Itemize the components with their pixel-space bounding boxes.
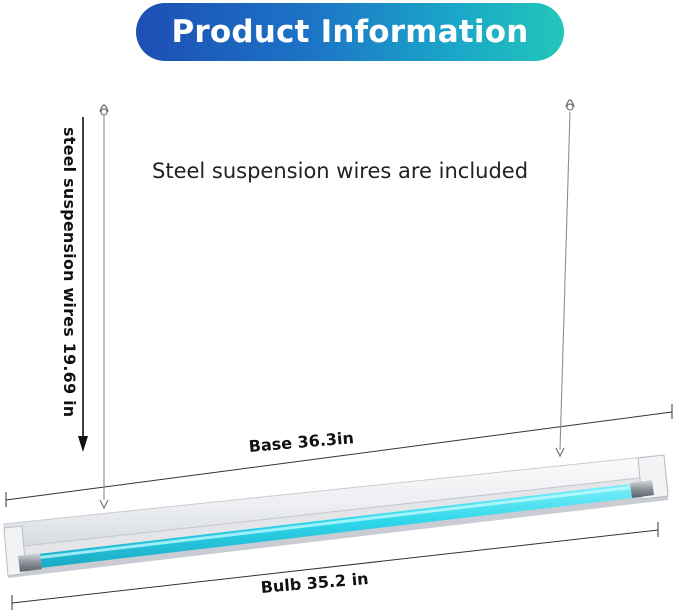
arrow-down-icon (78, 117, 88, 452)
hanging-hook-icon (99, 104, 109, 113)
suspension-wire-right (555, 99, 575, 458)
uv-bulb (18, 480, 654, 572)
wire-length-label: steel suspension wires 19.69 in (60, 127, 79, 418)
suspension-wire-left (99, 104, 109, 510)
hanging-hook-icon (565, 99, 575, 108)
banner-title: Product Information (171, 14, 529, 50)
wires-included-caption: Steel suspension wires are included (152, 159, 529, 183)
bulb-dimension-line (11, 522, 659, 610)
product-information-banner: Product Information (136, 3, 564, 61)
